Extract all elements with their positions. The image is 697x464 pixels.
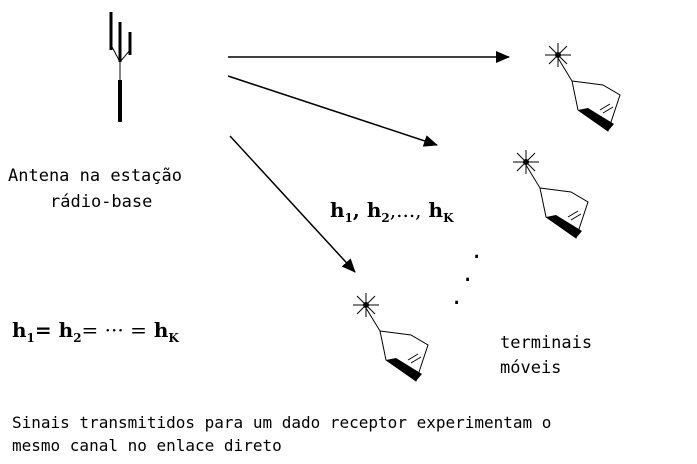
vertical-dot: · <box>470 245 484 270</box>
mobile-terminal-icon <box>545 43 621 132</box>
antenna-label-line1: Antena na estação <box>8 166 182 186</box>
mobile-terminal-icon <box>513 150 589 239</box>
mobile-terminal-icon <box>353 293 429 382</box>
channel-equality: h1= h2= ··· = hK <box>12 318 179 345</box>
terminals-label-2: móveis <box>500 356 561 380</box>
arrow-to-terminal-3 <box>229 135 356 273</box>
terminals-label: terminais <box>500 331 592 355</box>
arrow-to-terminal-2 <box>227 75 438 147</box>
channel-list: h1, h2,..., hK <box>330 198 454 225</box>
terminals-label-line2: móveis <box>500 358 562 378</box>
caption-line-1: Sinais transmitidos para um dado recepto… <box>12 413 552 432</box>
vertical-dot: · <box>450 291 464 316</box>
antenna-label-2: rádio-base <box>50 190 152 214</box>
antenna-label-line2: rádio-base <box>50 192 153 212</box>
vertical-dot: · <box>461 268 475 293</box>
antenna-label: Antena na estação <box>8 164 182 188</box>
antenna-icon <box>109 12 132 122</box>
terminals-label-line1: terminais <box>500 333 593 353</box>
caption-line-2: mesmo canal no enlace direto <box>12 436 282 455</box>
